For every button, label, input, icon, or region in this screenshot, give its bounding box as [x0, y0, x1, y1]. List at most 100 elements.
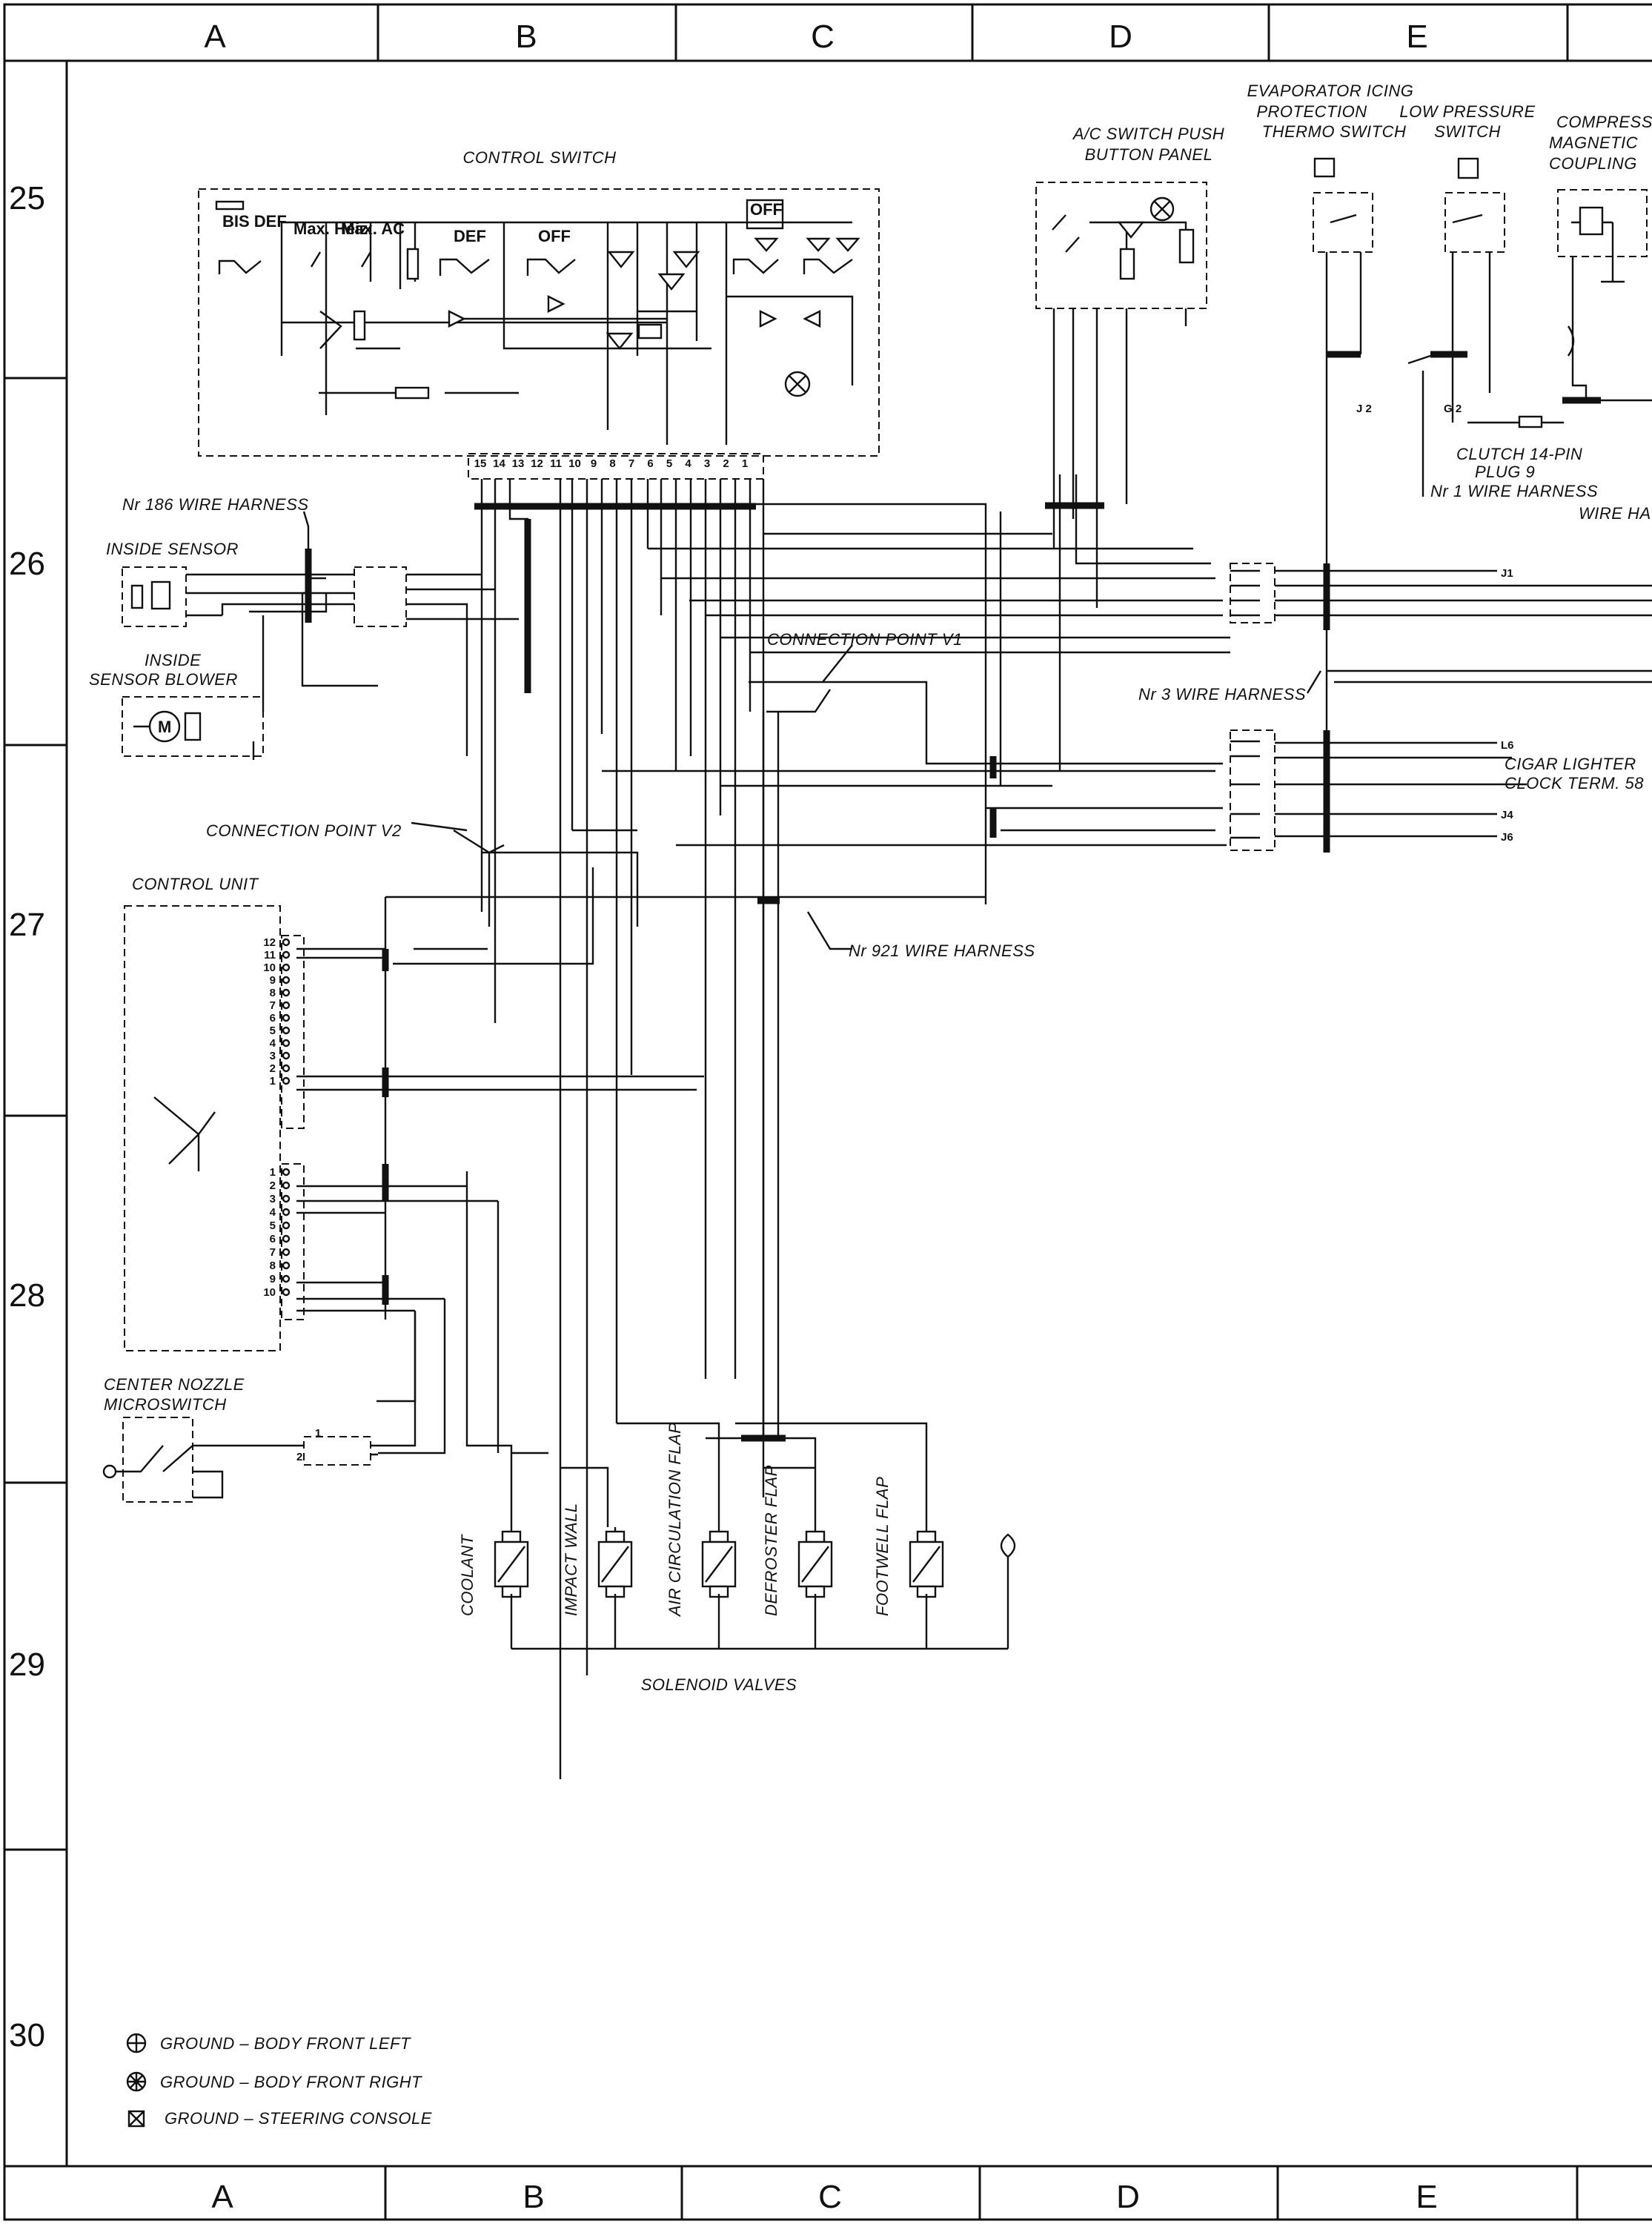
cu-lower-pin-dot: [282, 1248, 291, 1257]
solenoid-air-circulation-flap: AIR CIRCULATION FLAP: [666, 1423, 737, 1618]
compressor-magnetic-coupling: COMPRESSOR MAGNETIC COUPLING: [1549, 113, 1652, 404]
clutch-label-2: PLUG 9: [1475, 463, 1535, 481]
cu-upper-pin-dot: [282, 1013, 291, 1022]
col-label-d-bottom: D: [1116, 2179, 1140, 2215]
cu-lower-pin-6: 6: [270, 1233, 276, 1245]
row-label-28: 28: [9, 1277, 45, 1314]
col-label-e: E: [1406, 19, 1427, 55]
def-label: DEF: [454, 227, 486, 245]
cu-upper-pin-6: 6: [270, 1012, 276, 1025]
row-label-30: 30: [9, 2017, 45, 2053]
cu-upper-pin-3: 3: [270, 1050, 276, 1062]
solenoid-label: FOOTWELL FLAP: [873, 1477, 892, 1616]
inside-sensor-label: INSIDE SENSOR: [106, 540, 239, 558]
cu-lower-pin-9: 9: [270, 1273, 276, 1285]
row-label-25: 25: [9, 180, 45, 216]
switch-pin-14: 14: [493, 457, 505, 470]
col-label-b: B: [515, 19, 537, 55]
cu-lower-pin-10: 10: [263, 1286, 276, 1299]
cu-upper-pin-dot: [282, 976, 291, 984]
cu-upper-pin-12: 12: [263, 936, 276, 949]
compressor-label-2: MAGNETIC: [1549, 133, 1638, 152]
switch-pin-15: 15: [474, 457, 487, 470]
cu-upper-pin-2: 2: [270, 1062, 276, 1075]
connection-v1-label: CONNECTION POINT V1: [767, 630, 963, 649]
column-labels-bottom: A B C D E: [211, 2179, 1437, 2215]
cu-upper-pin-8: 8: [270, 987, 276, 999]
cu-lower-pin-1: 1: [270, 1166, 276, 1179]
switch-pin-1: 1: [742, 457, 748, 470]
col-label-b-bottom: B: [523, 2179, 544, 2215]
inside-sensor-blower-label-2: SENSOR BLOWER: [89, 670, 238, 689]
j1-terminal: J1: [1501, 567, 1513, 580]
column-labels-top: A B C D E: [204, 19, 1427, 55]
cu-lower-pin-dot: [282, 1274, 291, 1283]
cu-lower-pin-8: 8: [270, 1260, 276, 1272]
cu-upper-pin-4: 4: [270, 1037, 276, 1050]
off-block-label: OFF: [750, 200, 783, 219]
off-label: OFF: [538, 227, 571, 245]
nozzle-pin-1: 1: [315, 1427, 321, 1440]
switch-pin-7: 7: [628, 457, 634, 470]
clutch-label-1: CLUTCH 14-PIN: [1456, 445, 1582, 463]
j2-terminal: J 2: [1356, 403, 1372, 415]
row-label-29: 29: [9, 1647, 45, 1683]
connection-v2-label: CONNECTION POINT V2: [206, 821, 402, 840]
cigar-lighter-terminal: CIGAR LIGHTER: [1505, 755, 1636, 773]
center-nozzle-label-2: MICROSWITCH: [104, 1395, 227, 1414]
control-unit: CONTROL UNIT: [124, 875, 305, 1351]
evap-label-1: EVAPORATOR ICING: [1247, 82, 1414, 100]
cu-upper-pin-dot: [282, 950, 291, 959]
control-unit-label: CONTROL UNIT: [132, 875, 259, 893]
switch-pin-11: 11: [550, 457, 562, 470]
l6-terminal: L6: [1501, 739, 1514, 752]
motor-symbol: M: [158, 718, 171, 736]
control-switch-label: CONTROL SWITCH: [462, 148, 616, 167]
j6-terminal: J6: [1501, 831, 1513, 844]
evaporator-icing-switch: EVAPORATOR ICING PROTECTION THERMO SWITC…: [1247, 82, 1414, 415]
solenoid-label: COOLANT: [458, 1534, 477, 1616]
wire-ha-label: WIRE HA: [1579, 504, 1651, 523]
legend-ground-front-right: GROUND – BODY FRONT RIGHT: [160, 2073, 422, 2091]
cu-upper-pin-dot: [282, 1001, 291, 1010]
harness-1-label: Nr 1 WIRE HARNESS: [1430, 482, 1598, 500]
inside-sensor-blower: INSIDE SENSOR BLOWER M: [89, 615, 265, 760]
switch-pin-13: 13: [512, 457, 525, 470]
cu-lower-pin-7: 7: [270, 1246, 276, 1259]
col-label-d: D: [1109, 19, 1132, 55]
harness-921-label: Nr 921 WIRE HARNESS: [849, 941, 1035, 960]
switch-pin-4: 4: [685, 457, 691, 470]
col-label-a-bottom: A: [211, 2179, 233, 2215]
row-label-26: 26: [9, 546, 45, 582]
cu-upper-pin-dot: [282, 1076, 291, 1085]
inside-sensor: INSIDE SENSOR: [106, 540, 519, 756]
cu-lower-pin-dot: [282, 1181, 291, 1190]
row-labels: 25 26 27 28 29 30: [9, 180, 45, 2053]
cu-upper-pin-dot: [282, 1039, 291, 1048]
switch-pin-3: 3: [704, 457, 710, 470]
compressor-label-3: COUPLING: [1549, 154, 1637, 173]
control-switch: CONTROL SWITCH BIS DEF Max. Heiz. Max. A…: [198, 148, 880, 480]
cu-lower-pin-dot: [282, 1168, 291, 1176]
low-pressure-label-1: LOW PRESSURE: [1399, 102, 1535, 121]
cu-upper-pin-5: 5: [270, 1025, 276, 1037]
cu-upper-pin-dot: [282, 1051, 291, 1060]
switch-pin-12: 12: [531, 457, 543, 470]
j4-terminal: J4: [1501, 809, 1513, 821]
legend-ground-front-left: GROUND – BODY FRONT LEFT: [160, 2034, 411, 2053]
cu-lower-pin-5: 5: [270, 1219, 276, 1232]
cu-lower-pin-2: 2: [270, 1179, 276, 1192]
nozzle-pin-2: 2: [296, 1451, 302, 1463]
clutch-plug: CLUTCH 14-PIN PLUG 9 Nr 1 WIRE HARNESS W…: [1422, 371, 1651, 523]
cu-upper-pin-7: 7: [270, 999, 276, 1012]
cu-upper-pin-dot: [282, 1026, 291, 1035]
col-label-e-bottom: E: [1416, 2179, 1437, 2215]
evap-label-2: PROTECTION: [1256, 102, 1367, 121]
clock-terminal: CLOCK TERM. 58: [1505, 774, 1644, 792]
cu-upper-pin-10: 10: [263, 962, 276, 974]
switch-pin-2: 2: [723, 457, 729, 470]
solenoid-label: IMPACT WALL: [562, 1503, 580, 1616]
